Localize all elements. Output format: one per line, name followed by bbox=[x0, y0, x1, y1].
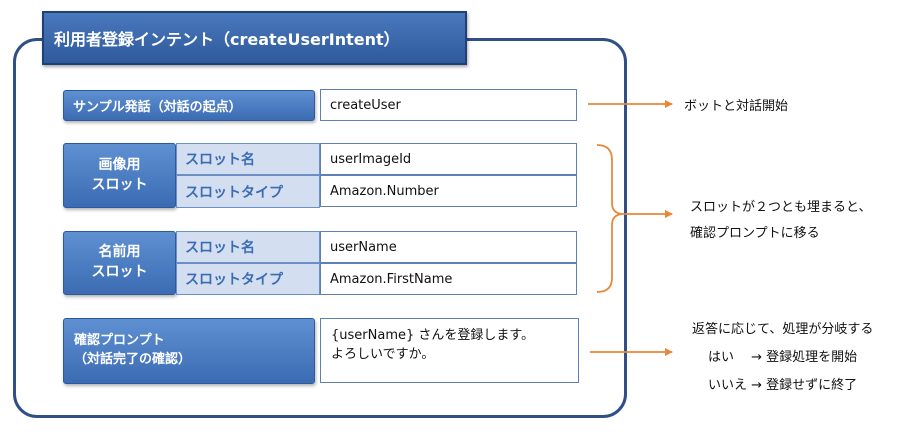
name-slot-name-label: スロット名 bbox=[176, 231, 320, 263]
confirm-note: 返答に応じて、処理が分岐する はい → 登録処理を開始 いいえ → 登録せずに終… bbox=[692, 316, 873, 400]
confirm-prompt-label-line2: （対話完了の確認） bbox=[74, 352, 192, 367]
image-slot-label: 画像用 スロット bbox=[63, 143, 176, 208]
image-slot-type-label: スロットタイプ bbox=[176, 175, 320, 208]
name-slot-label-line1: 名前用 bbox=[98, 244, 141, 261]
image-slot-label-line1: 画像用 bbox=[98, 156, 141, 173]
sample-utterance-label-text: サンプル発話（対話の起点） bbox=[73, 100, 242, 115]
name-slot-name-value: userName bbox=[320, 231, 577, 263]
image-slot-label-line2: スロット bbox=[91, 176, 148, 193]
slots-note-line1: スロットが２つとも埋まると、 bbox=[690, 200, 872, 215]
confirm-prompt-value-line1: {userName} さんを登録します。 bbox=[331, 328, 535, 343]
slots-note: スロットが２つとも埋まると、 確認プロンプトに移る bbox=[690, 195, 871, 247]
confirm-note-line3: いいえ → 登録せずに終了 bbox=[708, 378, 858, 393]
confirm-prompt-value-line2: よろしいですか。 bbox=[331, 346, 435, 362]
slots-note-line2: 確認プロンプトに移る bbox=[690, 226, 820, 241]
sample-note: ボットと対話開始 bbox=[684, 99, 789, 114]
confirm-prompt-value: {userName} さんを登録します。 よろしいですか。 bbox=[320, 318, 579, 383]
image-slot-type-value: Amazon.Number bbox=[320, 175, 577, 207]
sample-utterance-value: createUser bbox=[320, 89, 577, 121]
image-slot-name-label: スロット名 bbox=[176, 143, 320, 175]
confirm-prompt-label: 確認プロンプト （対話完了の確認） bbox=[63, 318, 315, 384]
confirm-note-line1: 返答に応じて、処理が分岐する bbox=[692, 322, 874, 337]
sample-utterance-label: サンプル発話（対話の起点） bbox=[63, 90, 315, 121]
name-slot-label: 名前用 スロット bbox=[63, 231, 176, 295]
intent-title: 利用者登録インテント（createUserIntent） bbox=[42, 11, 467, 65]
slots-brace bbox=[596, 144, 623, 293]
name-slot-type-value: Amazon.FirstName bbox=[320, 263, 577, 295]
name-slot-label-line2: スロット bbox=[91, 264, 148, 280]
name-slot-type-label: スロットタイプ bbox=[176, 263, 320, 295]
confirm-note-line2: はい → 登録処理を開始 bbox=[708, 350, 858, 365]
confirm-prompt-label-line1: 確認プロンプト bbox=[74, 333, 165, 349]
image-slot-name-value: userImageId bbox=[320, 143, 577, 175]
